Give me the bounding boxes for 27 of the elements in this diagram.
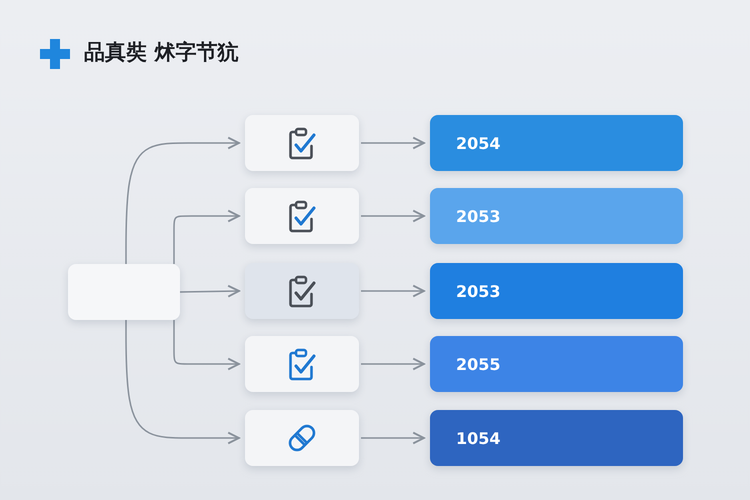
arrow <box>173 210 240 264</box>
value-bar <box>430 336 683 392</box>
arrow <box>180 284 240 298</box>
empty-box <box>68 264 180 320</box>
value-bar <box>430 263 683 319</box>
title: 品真奘 炢字节犺 <box>84 39 238 66</box>
value-bar <box>430 410 683 466</box>
arrow <box>361 210 425 222</box>
icon-card <box>245 263 359 319</box>
arrow <box>125 136 240 264</box>
value-label: 1054 <box>456 428 501 448</box>
arrow <box>361 358 425 370</box>
arrow <box>173 320 240 370</box>
icon-card <box>245 336 359 392</box>
arrow <box>361 284 425 298</box>
value-label: 2053 <box>456 206 501 226</box>
arrow <box>125 320 240 444</box>
icon-card <box>245 188 359 244</box>
value-bar <box>430 115 683 171</box>
value-label: 2055 <box>456 354 501 374</box>
icon-card <box>245 115 359 171</box>
icon-card <box>245 410 359 466</box>
arrow <box>361 432 425 444</box>
value-label: 2054 <box>456 134 501 152</box>
value-bar <box>430 188 683 244</box>
value-label: 2053 <box>456 282 501 300</box>
arrow <box>361 136 425 150</box>
